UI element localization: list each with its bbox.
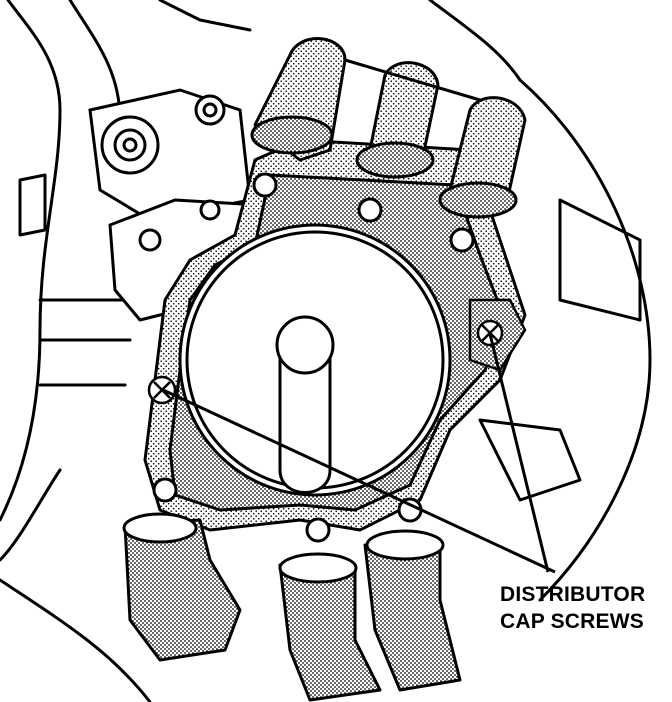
engine-housing-background <box>0 0 652 702</box>
callout-leader-lines <box>162 333 556 574</box>
cap-screw-right <box>468 298 527 372</box>
cap-screw-left <box>147 375 177 405</box>
distributor-cap-screws-label: DISTRIBUTOR CAP SCREWS <box>500 581 672 635</box>
distributor-cap-body <box>143 138 527 543</box>
pulley-bracket <box>88 88 252 222</box>
callout-line-1: DISTRIBUTOR <box>500 583 646 606</box>
spark-plug-boots-bottom <box>122 512 462 702</box>
callout-line-2: CAP SCREWS <box>500 610 644 633</box>
spark-plug-boots-top <box>250 37 527 219</box>
